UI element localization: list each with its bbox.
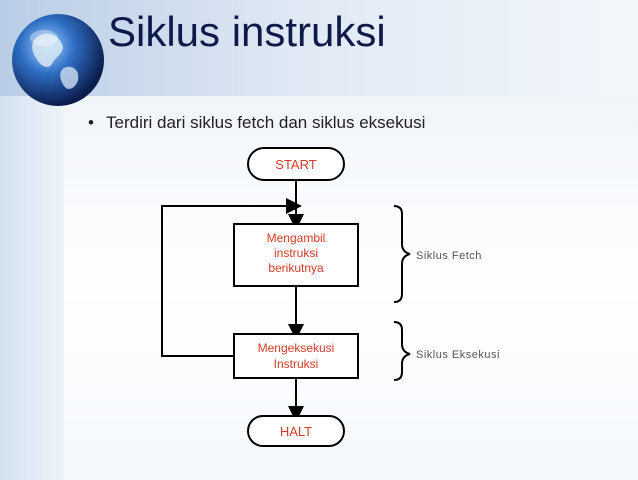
fetch-step-line-1: Mengambil [267, 231, 326, 245]
fetch-step-line-3: berikutnya [268, 261, 324, 275]
start-label: START [275, 157, 316, 172]
execute-cycle-label: Siklus Eksekusi [416, 349, 500, 361]
bullet-item: • Terdiri dari siklus fetch dan siklus ek… [88, 112, 425, 134]
slide-title: Siklus instruksi [108, 8, 386, 55]
execute-step-line-1: Mengeksekusi [258, 341, 335, 355]
title-band [0, 0, 638, 96]
execute-step-line-2: Instruksi [274, 357, 319, 371]
fetch-brace [393, 205, 411, 303]
globe-icon [6, 8, 110, 112]
halt-label: HALT [280, 424, 312, 439]
halt-terminator [247, 415, 345, 447]
loop-back-connector [161, 205, 296, 357]
execute-step-box [233, 333, 359, 379]
fetch-step-line-2: instruksi [274, 246, 318, 260]
bullet-text: Terdiri dari siklus fetch dan siklus eks… [106, 113, 426, 132]
fetch-cycle-label: Siklus Fetch [416, 250, 482, 262]
execute-brace [393, 321, 411, 381]
bullet-dot-icon: • [88, 113, 94, 132]
